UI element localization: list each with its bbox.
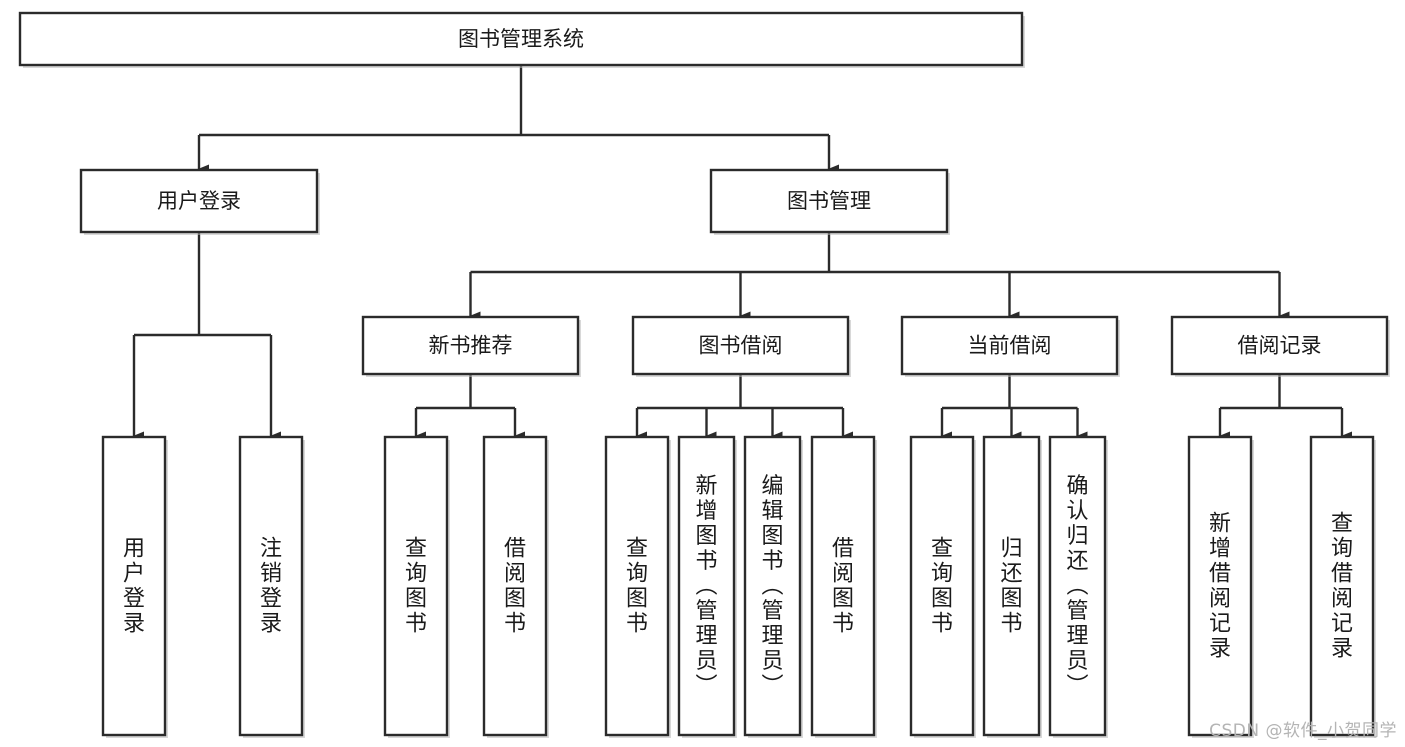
node-leaf-6[interactable]: 编辑图书︵管理员︶ [743, 435, 803, 738]
box-outline[interactable] [79, 168, 319, 234]
box-outline[interactable] [900, 315, 1119, 376]
node-label: 用户登录 [123, 537, 145, 637]
node-leaf-0[interactable]: 用户登录 [101, 435, 168, 738]
node-leaf-10[interactable]: 确认归还︵管理员︶ [1048, 435, 1108, 738]
node-level3-1[interactable]: 图书借阅 [631, 315, 851, 377]
box-outline[interactable] [1170, 315, 1389, 376]
node-label: 查询图书 [931, 537, 953, 637]
node-leaf-8[interactable]: 查询图书 [909, 435, 976, 738]
node-label: 确认归还︵管理员︶ [1066, 474, 1088, 699]
node-level3-0[interactable]: 新书推荐 [361, 315, 581, 377]
box-outline[interactable] [1048, 435, 1107, 737]
node-label: 查询借阅记录 [1331, 512, 1353, 662]
node-label: 当前借阅 [968, 334, 1052, 358]
node-leaf-9[interactable]: 归还图书 [982, 435, 1042, 738]
box-outline[interactable] [909, 435, 975, 737]
node-leaf-3[interactable]: 借阅图书 [482, 435, 549, 738]
node-level3-2[interactable]: 当前借阅 [900, 315, 1120, 377]
node-leaf-12[interactable]: 查询借阅记录 [1309, 435, 1376, 738]
box-outline[interactable] [677, 435, 736, 737]
node-label: 编辑图书︵管理员︶ [761, 474, 783, 699]
node-label: 查询图书 [405, 537, 427, 637]
node-label: 借阅记录 [1238, 334, 1322, 358]
node-label: 新增图书︵管理员︶ [695, 474, 717, 699]
node-leaf-2[interactable]: 查询图书 [383, 435, 450, 738]
node-level3-3[interactable]: 借阅记录 [1170, 315, 1390, 377]
box-outline[interactable] [238, 435, 304, 737]
box-outline[interactable] [1187, 435, 1253, 737]
node-leaf-5[interactable]: 新增图书︵管理员︶ [677, 435, 737, 738]
node-label: 归还图书 [1000, 537, 1022, 637]
box-outline[interactable] [604, 435, 670, 737]
box-outline[interactable] [743, 435, 802, 737]
node-leaf-7[interactable]: 借阅图书 [810, 435, 877, 738]
box-outline[interactable] [361, 315, 580, 376]
node-label: 图书管理系统 [458, 27, 584, 51]
node-label: 图书借阅 [699, 334, 783, 358]
node-label: 注销登录 [260, 537, 282, 637]
node-label: 查询图书 [626, 537, 648, 637]
node-label: 借阅图书 [504, 537, 526, 637]
connector-layer [132, 65, 1352, 441]
node-label: 用户登录 [157, 189, 241, 213]
box-outline[interactable] [810, 435, 876, 737]
box-outline[interactable] [101, 435, 167, 737]
box-outline[interactable] [18, 11, 1024, 67]
node-level2-1[interactable]: 图书管理 [709, 168, 950, 235]
node-leaf-1[interactable]: 注销登录 [238, 435, 305, 738]
node-leaf-4[interactable]: 查询图书 [604, 435, 671, 738]
box-outline[interactable] [982, 435, 1041, 737]
box-outline[interactable] [631, 315, 850, 376]
node-layer: 图书管理系统用户登录图书管理新书推荐图书借阅当前借阅借阅记录用户登录注销登录查询… [18, 11, 1390, 738]
box-outline[interactable] [383, 435, 449, 737]
node-label: 新书推荐 [429, 334, 513, 358]
node-label: 图书管理 [787, 189, 871, 213]
node-label: 新增借阅记录 [1209, 512, 1231, 662]
node-leaf-11[interactable]: 新增借阅记录 [1187, 435, 1254, 738]
box-outline[interactable] [482, 435, 548, 737]
box-outline[interactable] [709, 168, 949, 234]
node-level2-0[interactable]: 用户登录 [79, 168, 320, 235]
node-root-system[interactable]: 图书管理系统 [18, 11, 1025, 68]
box-outline[interactable] [1309, 435, 1375, 737]
node-label: 借阅图书 [832, 537, 854, 637]
